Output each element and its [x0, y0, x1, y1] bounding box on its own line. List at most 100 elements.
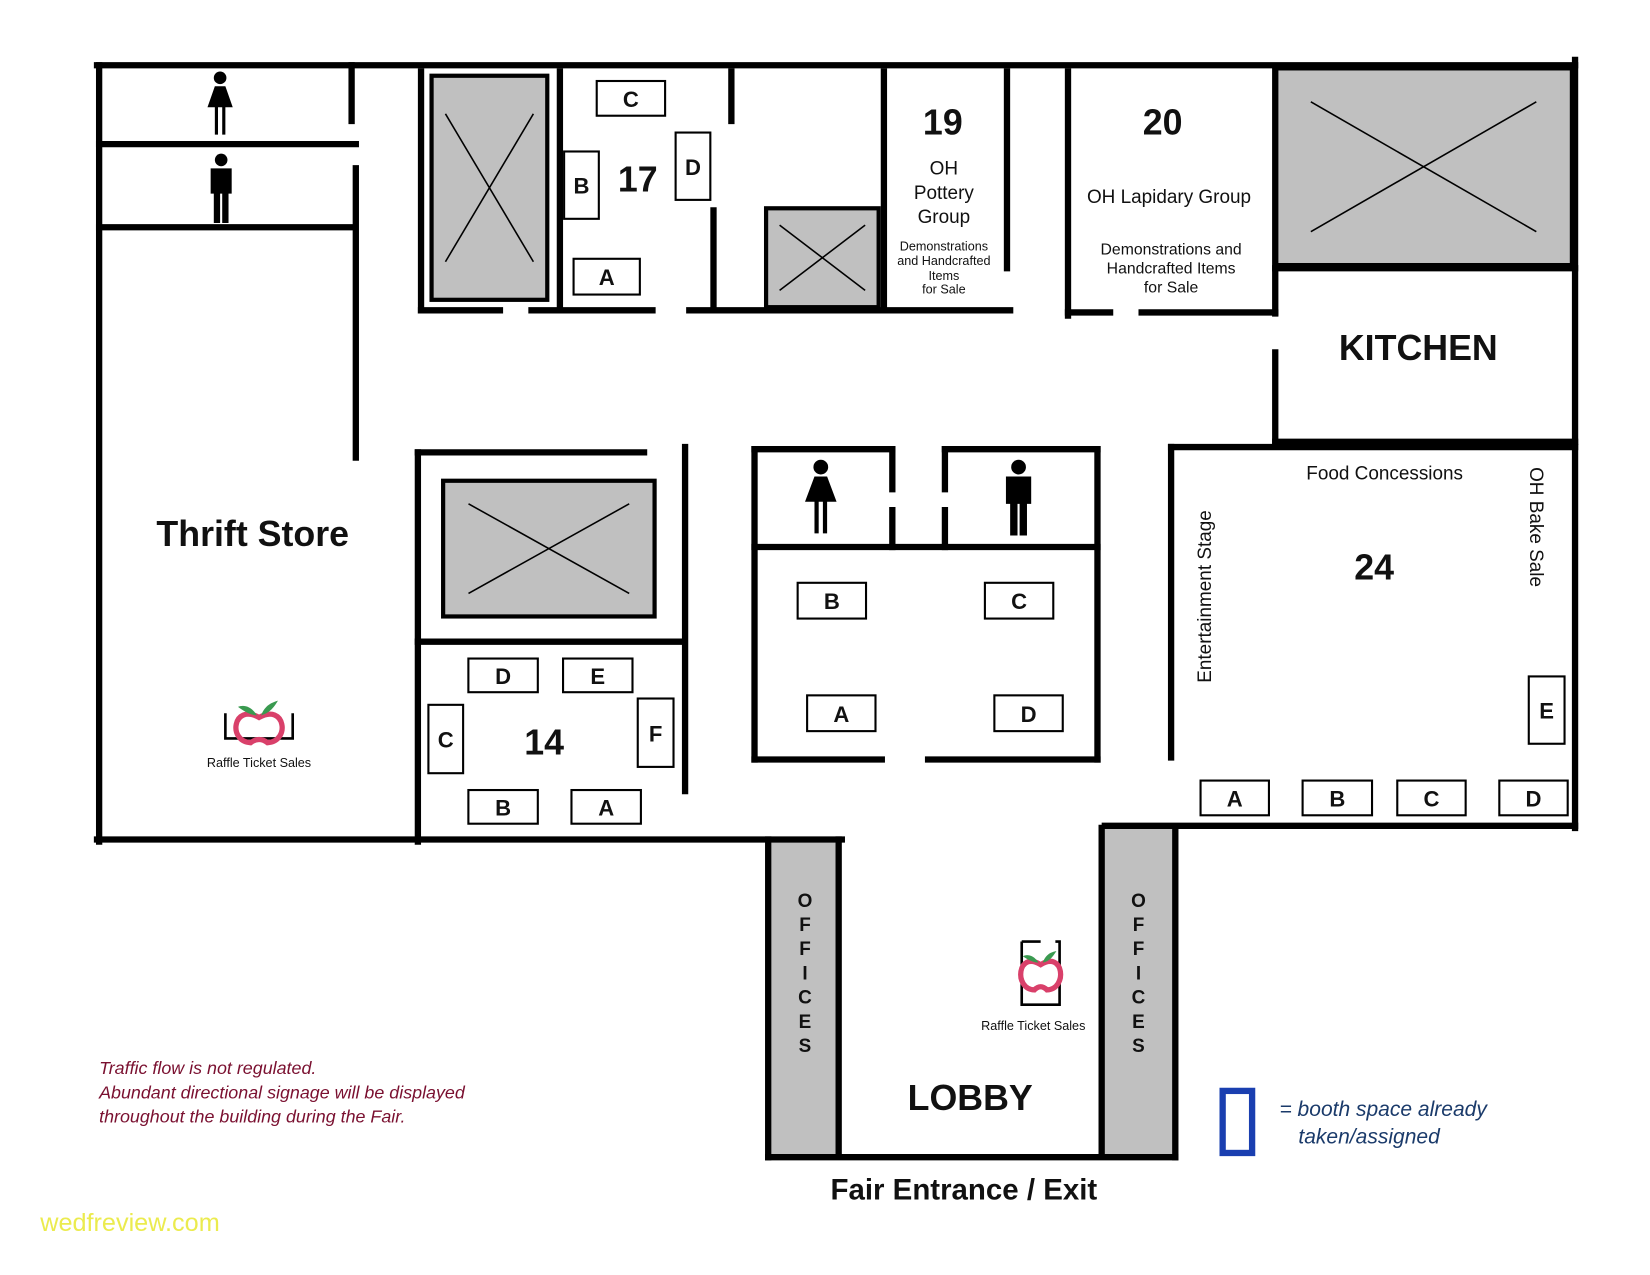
legend-text: taken/assigned — [1298, 1126, 1441, 1149]
booth[interactable]: A — [572, 257, 641, 296]
food-concessions-label: Food Concessions — [1306, 464, 1463, 485]
booth[interactable]: F — [636, 697, 675, 768]
booth[interactable]: A — [1199, 779, 1270, 817]
room-20-desc: for Sale — [1144, 279, 1199, 296]
offices-letter: S — [1132, 1036, 1145, 1057]
note-line: Traffic flow is not regulated. — [99, 1058, 316, 1078]
blocked-area — [1273, 66, 1575, 268]
raffle-apple-icon — [1018, 940, 1064, 1006]
offices-letter: E — [799, 1012, 812, 1033]
booth[interactable]: C — [1396, 779, 1467, 817]
booth-label: A — [833, 702, 849, 727]
blocked-area — [441, 478, 657, 619]
room-19-number: 19 — [923, 103, 963, 143]
offices-letter: O — [1131, 891, 1146, 912]
raffle-apple-icon — [224, 700, 295, 746]
men-restroom-icon — [1005, 459, 1032, 536]
raffle-label: Raffle Ticket Sales — [207, 756, 311, 770]
entertainment-stage-label: Entertainment Stage — [1195, 510, 1216, 683]
booth[interactable]: A — [570, 788, 642, 825]
walls — [93, 56, 1579, 1161]
offices-letter: O — [798, 891, 813, 912]
booth-label: B — [495, 795, 511, 820]
booth-label: D — [1526, 786, 1542, 811]
booth-label: A — [599, 265, 615, 290]
room-20-desc: Demonstrations and — [1101, 242, 1242, 259]
booths: C B D A A B C D E B C A D D E C F B A — [427, 79, 1569, 825]
offices-letter: F — [799, 939, 811, 960]
booth[interactable]: C — [595, 79, 667, 117]
room-19-name: Pottery — [914, 183, 974, 204]
booth[interactable]: B — [563, 150, 600, 220]
women-restroom-icon — [207, 71, 233, 135]
men-restroom-icon — [210, 153, 232, 224]
room-19-name: Group — [918, 207, 971, 228]
watermark: wedfreview.com — [39, 1209, 220, 1237]
booth-label: F — [649, 721, 663, 746]
legend-text: = booth space already — [1279, 1098, 1488, 1121]
booth-label: C — [1011, 589, 1027, 614]
lobby-raffle-label: Raffle Ticket Sales — [981, 1019, 1085, 1033]
booth-label: B — [573, 174, 589, 199]
room-19-desc: for Sale — [922, 283, 965, 297]
room-14-number: 14 — [524, 722, 564, 762]
booth[interactable]: B — [796, 581, 868, 620]
bake-sale-label: OH Bake Sale — [1525, 467, 1546, 587]
booth-label: A — [1227, 786, 1243, 811]
legend-booth-swatch — [1219, 1087, 1256, 1157]
note-line: throughout the building during the Fair. — [99, 1106, 405, 1126]
thrift-store-label: Thrift Store — [156, 514, 349, 554]
booth[interactable]: D — [993, 694, 1064, 733]
blocked-area — [429, 73, 550, 302]
room-24-number: 24 — [1354, 548, 1394, 588]
booth[interactable]: E — [1527, 675, 1566, 745]
booth-label: A — [598, 795, 614, 820]
booth[interactable]: D — [467, 657, 539, 694]
offices-letter: C — [798, 988, 812, 1009]
booth-label: C — [1423, 786, 1439, 811]
note-line: Abundant directional signage will be dis… — [98, 1082, 466, 1102]
booth-label: C — [623, 87, 639, 112]
offices-letter: F — [1133, 939, 1145, 960]
blocked-areas — [429, 66, 1575, 1156]
room-19-name: OH — [930, 159, 958, 180]
booth[interactable]: E — [562, 657, 634, 694]
offices-letter: S — [799, 1036, 812, 1057]
lobby-label: LOBBY — [908, 1078, 1033, 1118]
booth-label: D — [1021, 702, 1037, 727]
offices-area — [1101, 827, 1176, 1156]
offices-letter: F — [1133, 915, 1145, 936]
booth-label: E — [1539, 699, 1554, 724]
room-19-desc: Demonstrations — [900, 239, 988, 253]
offices-area — [768, 839, 839, 1156]
booth[interactable]: B — [467, 788, 539, 825]
kitchen-label: KITCHEN — [1339, 328, 1498, 368]
room-20-name: OH Lapidary Group — [1087, 187, 1251, 208]
blocked-area — [763, 206, 881, 310]
booth[interactable]: D — [674, 131, 712, 201]
booth-label: B — [1329, 786, 1345, 811]
room-19-desc: and Handcrafted — [897, 254, 990, 268]
offices-letter: I — [1136, 963, 1141, 984]
booth-label: E — [590, 664, 605, 689]
booth[interactable]: C — [427, 703, 465, 775]
entrance-label[interactable]: Fair Entrance / Exit — [831, 1173, 1098, 1206]
room-19-desc: Items — [928, 269, 959, 283]
room-20-desc: Handcrafted Items — [1107, 261, 1236, 278]
booth-label: D — [495, 664, 511, 689]
offices-letter: E — [1132, 1012, 1145, 1033]
booth-label: B — [824, 589, 840, 614]
offices-letter: C — [1132, 988, 1146, 1009]
booth[interactable]: D — [1498, 779, 1569, 817]
room-17-number: 17 — [618, 159, 658, 199]
women-restroom-icon — [805, 459, 837, 534]
booth[interactable]: B — [1301, 779, 1374, 817]
booth-label: D — [685, 155, 701, 180]
room-20-number: 20 — [1143, 103, 1183, 143]
booth[interactable]: C — [983, 581, 1055, 620]
offices-letter: F — [799, 915, 811, 936]
booth[interactable]: A — [806, 694, 877, 733]
